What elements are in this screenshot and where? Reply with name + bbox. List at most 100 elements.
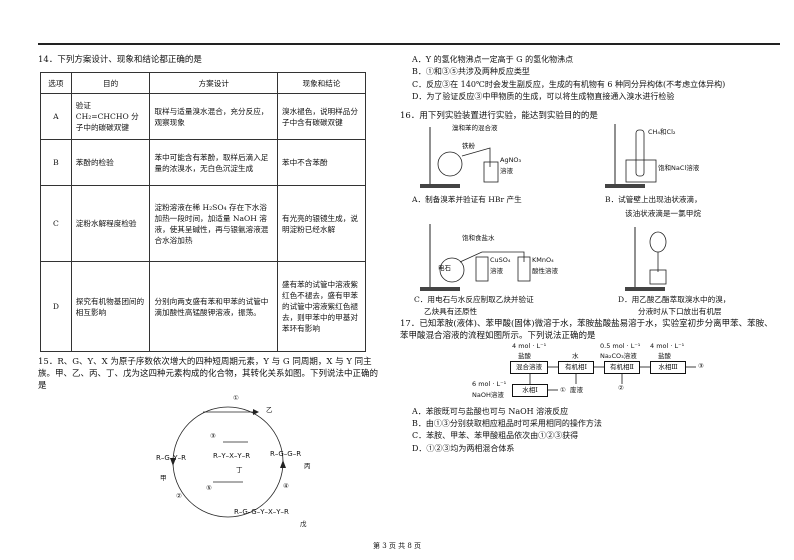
q17-option-b: B．由①③分别获取相应粗品时可采用相同的操作方法: [412, 419, 602, 429]
table-row: A 验证 CH₂=CHCHO 分子中的碳碳双键 取样与适量溴水混合，充分反应，观…: [40, 93, 367, 140]
option-letter: A: [40, 93, 72, 140]
na2co3-label: Na₂CO₃溶液: [600, 351, 637, 360]
label-2: ②: [176, 492, 182, 500]
header-cell: 现象和结论: [276, 72, 367, 94]
design-cell: 分别向两支盛有苯和甲苯的试管中滴加酸性高锰酸钾溶液，振荡。: [149, 261, 278, 352]
label-yi: 乙: [266, 406, 273, 414]
label-bing: 丙: [304, 462, 311, 470]
q17-option-a: A．苯胺既可与盐酸也可与 NaOH 溶液反应: [412, 406, 569, 416]
naoh-conc: 6 mol · L⁻¹: [472, 379, 507, 388]
q16-apparatus: 溴和苯的混合液 铁粉 AgNO₃ 溶液 CH₄和Cl₂ 饱和NaCl溶液 A．制…: [400, 122, 780, 316]
design-cell: 苯中可能含有苯酚，取样后滴入足量的浓溴水，无白色沉淀生成: [149, 139, 278, 186]
q15-option-b: B．①和③⑤共涉及两种反应类型: [412, 67, 530, 77]
flask: [439, 257, 465, 283]
flow-arrows-svg: [529, 366, 696, 391]
label-kmno4-sol: 酸性溶液: [532, 266, 558, 275]
waste-label: 废液: [570, 385, 583, 394]
molecule-wu: R–G–G–Y–X–Y–R: [234, 508, 289, 516]
top-rule: [38, 43, 780, 45]
label-stone: 电石: [438, 263, 451, 272]
box-mix: 混合溶液: [510, 360, 548, 374]
label-saltwater: 饱和食盐水: [462, 233, 495, 242]
stand-base: [625, 286, 665, 291]
water-label: 水: [572, 351, 579, 360]
molecule-jia: R–G–Y–R: [156, 454, 186, 462]
caption-c2: 乙炔具有还原性: [424, 306, 478, 316]
result-cell: 苯中不含苯酚: [276, 139, 367, 186]
label-cuso4: CuSO₄: [490, 255, 511, 264]
caption-d1: D．用乙酸乙酯萃取溴水中的溴，: [618, 294, 731, 304]
label-agno3: AgNO₃: [500, 155, 522, 164]
arrowhead: [253, 409, 259, 415]
stand-base: [420, 183, 460, 188]
box-org2: 有机相Ⅱ: [604, 360, 640, 374]
header-cell: 选项: [40, 72, 72, 94]
label-cuso4-sol: 溶液: [490, 266, 503, 275]
q14-table: 选项 目的 方案设计 现象和结论 A 验证 CH₂=CHCHO 分子中的碳碳双键…: [40, 72, 367, 352]
caption-a: A．制备溴苯并验证有 HBr 产生: [412, 194, 522, 204]
label-nacl: 饱和NaCl溶液: [658, 163, 700, 172]
label-kmno4: KMnO₄: [532, 255, 554, 264]
purpose-cell: 苯酚的检验: [70, 139, 151, 186]
label-agno3-sol: 溶液: [500, 166, 513, 175]
caption-c1: C．用电石与水反应制取乙炔并验证: [414, 294, 534, 304]
label-gas: CH₄和Cl₂: [648, 127, 676, 136]
apparatus-svg: [420, 123, 667, 291]
stand-base: [605, 183, 645, 188]
trough: [625, 159, 657, 183]
label-4: ④: [283, 482, 289, 490]
q15-option-a: A．Y 的氢化物沸点一定高于 G 的氢化物沸点: [412, 55, 574, 64]
label-wu: 戊: [300, 520, 307, 528]
cycle-ring: [172, 406, 284, 518]
delivery-tube: [459, 251, 525, 262]
result-cell: 有光亮的银镜生成，说明淀粉已经水解: [276, 185, 367, 262]
box-aq3: 水相Ⅲ: [650, 360, 686, 374]
box-org1: 有机相Ⅰ: [558, 360, 594, 374]
option-letter: C: [40, 185, 72, 262]
label-1: ①: [233, 394, 239, 402]
q14-stem: 14．下列方案设计、现象和结论都正确的是: [38, 55, 202, 65]
header-cell: 目的: [70, 72, 151, 94]
purpose-cell: 探究有机物基团间的相互影响: [70, 261, 151, 352]
q17-stem: 17．已知苯胺(液体)、苯甲酸(固体)微溶于水，苯胺盐酸盐易溶于水，实验室初步分…: [400, 318, 773, 341]
arrowhead: [170, 458, 176, 466]
q15-option-d: D．为了验证反应③中甲物质的生成，可以将生成物直接通入溴水进行检验: [412, 92, 675, 102]
test-tube: [635, 129, 645, 177]
q17-flowchart: 4 mol · L⁻¹ 盐酸 水 0.5 mol · L⁻¹ Na₂CO₃溶液 …: [400, 342, 780, 406]
caption-d2: 分液时从下口放出有机层: [638, 306, 722, 316]
result-cell: 盛有苯的试管中溶液紫红色不褪去，盛有甲苯的试管中溶液紫红色褪去，则甲苯中的甲基对…: [276, 261, 367, 352]
table-row: D 探究有机物基团间的相互影响 分别向两支盛有苯和甲苯的试管中滴加酸性高锰酸钾溶…: [40, 261, 367, 352]
caption-b1: B．试管壁上出现油状液滴，: [605, 194, 702, 204]
purpose-cell: 淀粉水解程度检验: [70, 185, 151, 262]
hcl-label: 盐酸: [518, 351, 531, 360]
header-cell: 方案设计: [149, 72, 278, 94]
label-5: ⑤: [206, 484, 212, 492]
product-2: ②: [618, 383, 624, 392]
beaker: [483, 161, 499, 183]
label-3: ③: [210, 432, 216, 440]
product-1: ①: [560, 385, 566, 394]
wash-bottle: [475, 256, 489, 282]
left-column: 14．下列方案设计、现象和结论都正确的是 选项 目的 方案设计 现象和结论 A …: [38, 50, 388, 532]
na2co3-conc: 0.5 mol · L⁻¹: [600, 341, 641, 350]
q15-option-c: C．反应③在 140℃时会发生副反应，生成的有机物有 6 种同分异构体(不考虑立…: [412, 79, 726, 89]
label-mix: 溴和苯的混合液: [452, 123, 498, 132]
separatory-funnel: [649, 231, 667, 253]
table-row: C 淀粉水解程度检验 淀粉溶液在稀 H₂SO₄ 存在下水浴加热一段时间，加适量 …: [40, 185, 367, 262]
label-ding: 丁: [236, 466, 243, 474]
result-cell: 溴水褪色，说明样品分子中含有碳碳双键: [276, 93, 367, 140]
design-cell: 淀粉溶液在稀 H₂SO₄ 存在下水浴加热一段时间，加适量 NaOH 溶液，使其呈…: [149, 185, 278, 262]
purpose-cell: 验证 CH₂=CHCHO 分子中的碳碳双键: [70, 93, 151, 140]
q15-stem: 15．R、G、Y、X 为原子序数依次增大的四种短周期元素，Y 与 G 同周期，X…: [38, 357, 379, 391]
stand-base: [420, 286, 460, 291]
hcl3-conc: 4 mol · L⁻¹: [650, 341, 685, 350]
table-row: B 苯酚的检验 苯中可能含有苯酚，取样后滴入足量的浓溴水，无白色沉淀生成 苯中不…: [40, 139, 367, 186]
q16-stem: 16．用下列实验装置进行实验，能达到实验目的的是: [400, 110, 598, 121]
arrowhead: [280, 460, 286, 468]
option-letter: B: [40, 139, 72, 186]
q17-option-d: D．①②③均为两相混合体系: [412, 443, 515, 453]
naoh-label: NaOH溶液: [472, 390, 504, 399]
hcl-conc: 4 mol · L⁻¹: [512, 341, 547, 350]
box-aq1: 水相Ⅰ: [512, 383, 548, 397]
